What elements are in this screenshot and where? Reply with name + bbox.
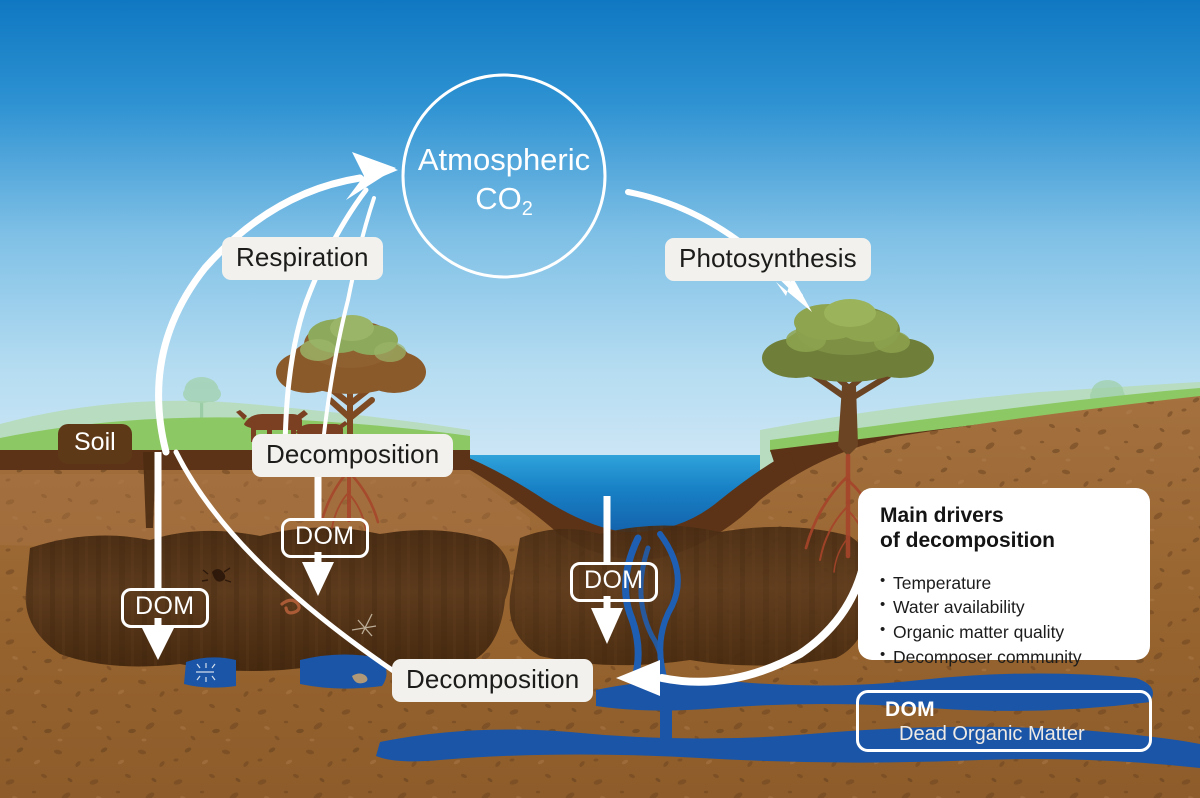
respiration-arrows [155, 174, 398, 675]
chip-dom-mid[interactable]: DOM [281, 518, 369, 558]
respiration-curve-inner [318, 196, 376, 472]
label-decomposition-subsurface[interactable]: Decomposition [392, 659, 594, 702]
driver-item: Decomposer community [880, 644, 1132, 670]
label-decomposition-upland-text: Decomposition [266, 439, 440, 469]
respiration-curve-from-subsurface [173, 449, 398, 675]
chip-dom-mid-text: DOM [295, 522, 355, 550]
driver-item: Organic matter quality [880, 619, 1132, 645]
driver-item: Water availability [880, 594, 1132, 620]
respiration-curve-outer [155, 174, 364, 456]
main-drivers-title: Main drivers of decomposition [880, 504, 1132, 554]
label-photosynthesis[interactable]: Photosynthesis [665, 238, 871, 281]
dom-legend-abbr: DOM [885, 698, 935, 721]
main-drivers-title-line2: of decomposition [880, 528, 1055, 552]
label-decomposition-subsurface-text: Decomposition [406, 664, 580, 694]
label-soil-text: Soil [74, 428, 116, 456]
dom-legend-expansion: Dead Organic Matter [899, 723, 1085, 745]
organic-horizon-left-streaks [25, 527, 510, 671]
aquifer-lower [376, 726, 1200, 768]
aquifer-connector [660, 700, 672, 744]
tree-right [762, 299, 934, 573]
driver-item: Temperature [880, 570, 1132, 596]
co2-text: CO [475, 180, 522, 216]
tree-right-trunk [838, 386, 858, 456]
atmospheric-co2-circle [401, 73, 607, 279]
chip-dom-left[interactable]: DOM [121, 588, 209, 628]
main-drivers-list: Temperature Water availability Organic m… [880, 570, 1132, 670]
soil-fauna [196, 567, 377, 684]
organic-horizon-right-streaks [509, 525, 874, 666]
dom-mid-arrow [302, 470, 334, 596]
dom-centre-arrow [591, 496, 623, 644]
chip-dom-centre-text: DOM [584, 566, 644, 594]
main-drivers-card: Main drivers of decomposition Temperatur… [858, 488, 1150, 667]
soil-stake [143, 452, 156, 528]
chip-dom-left-text: DOM [135, 592, 195, 620]
photosynthesis-arrowhead [776, 276, 812, 312]
main-drivers-title-line1: Main drivers [880, 504, 1004, 527]
respiration-arrowhead-wing [360, 160, 398, 186]
tree-left [276, 315, 426, 531]
label-soil[interactable]: Soil [58, 424, 132, 464]
distant-tree-left [183, 377, 221, 418]
label-respiration-text: Respiration [236, 242, 369, 272]
atmospheric-co2-line1: Atmospheric [417, 142, 591, 177]
tree-right-canopy [762, 299, 934, 382]
label-photosynthesis-text: Photosynthesis [679, 243, 857, 273]
respiration-curve-mid [282, 187, 369, 455]
chip-dom-centre[interactable]: DOM [570, 562, 658, 602]
label-respiration[interactable]: Respiration [222, 237, 383, 280]
subsoil-band-upper [0, 474, 530, 549]
dom-legend-card: DOM Dead Organic Matter [856, 690, 1152, 752]
tree-left-canopy [276, 315, 426, 394]
co2-subscript: 2 [521, 198, 533, 221]
label-decomposition-upland[interactable]: Decomposition [252, 434, 454, 477]
